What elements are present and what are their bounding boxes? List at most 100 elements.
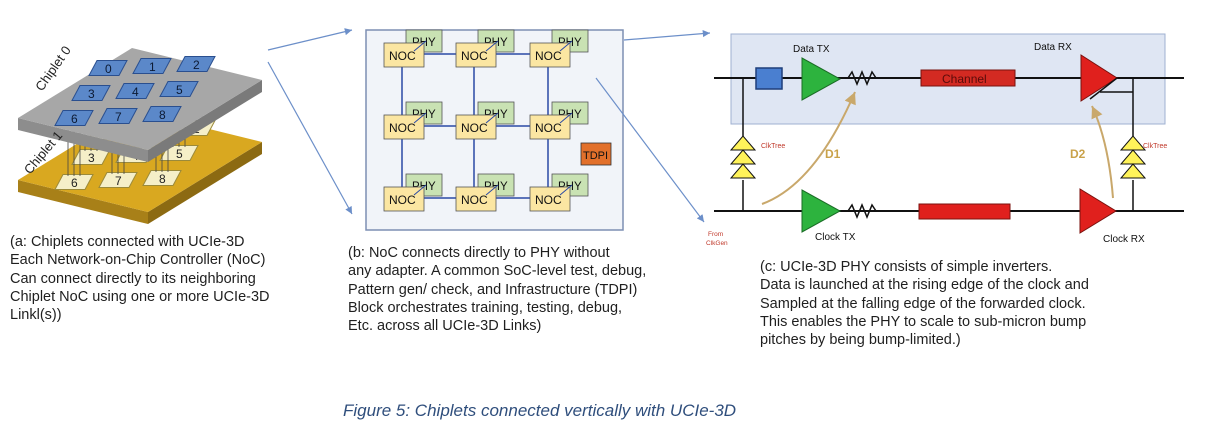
clock-tx-label: Clock TX [815, 232, 856, 243]
noc-block [455, 186, 497, 212]
figure-caption: Figure 5: Chiplets connected vertically … [343, 401, 737, 420]
chiplet0-side [18, 118, 148, 162]
chiplet0-cell [71, 85, 111, 101]
chiplet1-cell [142, 170, 182, 186]
channel-label: Channel [942, 72, 987, 86]
noc-label: NOC [461, 121, 488, 135]
d2-label: D2 [1070, 147, 1086, 161]
noc-phy-link [485, 40, 499, 52]
noc-block [529, 186, 571, 212]
arrow-b-to-c-top [623, 29, 711, 41]
noc-phy-link [485, 112, 499, 124]
noc-label: NOC [461, 49, 488, 63]
data-resistor [847, 70, 877, 86]
chiplet1-side [18, 180, 148, 224]
from-clkgen-label-2: ClkGen [706, 240, 728, 247]
noc-phy-blocks: PHYNOCPHYNOCPHYNOCPHYNOCPHYNOCPHYNOCPHYN… [383, 29, 589, 212]
noc-block [383, 42, 425, 68]
data-tx-buffer [801, 57, 842, 101]
panel-b-noc-mesh: PHYNOCPHYNOCPHYNOCPHYNOCPHYNOCPHYNOCPHYN… [365, 29, 624, 231]
chiplet0-cell [176, 56, 216, 72]
chiplet1-cell [98, 172, 138, 188]
clktree-right-label: ClkTree [1143, 143, 1167, 150]
chiplet0-cell-label: 0 [105, 62, 112, 76]
chiplet0-cell-label: 8 [159, 108, 166, 122]
panel-b-caption: (b: NoC connects directly to PHY without… [348, 245, 647, 335]
noc-phy-link [559, 112, 573, 124]
chiplet0-cell-label: 2 [193, 58, 200, 72]
chiplet0-side-right [148, 80, 262, 162]
chiplet0-cell [142, 106, 182, 122]
noc-block [455, 42, 497, 68]
clktree-right-buffer-1 [1119, 135, 1147, 151]
clktree-right-buffer-3 [1119, 163, 1147, 179]
noc-block [383, 186, 425, 212]
chiplet1-cell [54, 174, 94, 190]
from-clkgen-label-1: From [708, 231, 723, 238]
chiplet1-cell-label: 7 [115, 174, 122, 188]
data-rx-clock-bar [1089, 77, 1118, 100]
chiplet0-cell-label: 6 [71, 112, 78, 126]
d1-label: D1 [825, 147, 841, 161]
noc-phy-link [413, 184, 427, 196]
noc-phy-link [559, 184, 573, 196]
panel-c-phy-circuit: Data TX Channel Data RX Clock TX Clock R… [706, 33, 1184, 247]
noc-block [529, 114, 571, 140]
clock-channel [918, 203, 1011, 220]
clock-rx-label: Clock RX [1103, 234, 1145, 245]
noc-block [383, 114, 425, 140]
chiplet1-cell-label: 5 [176, 147, 183, 161]
noc-block [529, 42, 571, 68]
tdpi-label: TDPI [583, 150, 608, 162]
chiplet1-cell [159, 145, 199, 161]
panel-c-caption: (c: UCIe-3D PHY consists of simple inver… [760, 259, 1089, 349]
clock-resistor [847, 203, 877, 219]
chiplet0-cell-label: 5 [176, 83, 183, 97]
clock-rx-receiver [1079, 188, 1117, 234]
tdpi-block [580, 142, 612, 166]
noc-phy-link [413, 40, 427, 52]
noc-label: NOC [535, 121, 562, 135]
noc-block [455, 114, 497, 140]
clktree-right-buffer-2 [1119, 149, 1147, 165]
chiplet0-cell [132, 58, 172, 74]
chiplet0-cell [115, 83, 155, 99]
clktree-left-buffer-2 [729, 149, 757, 165]
chiplet0-cell [54, 110, 94, 126]
chiplet1-cell-label: 6 [71, 176, 78, 190]
noc-label: NOC [535, 49, 562, 63]
chiplet0-cell-label: 4 [132, 85, 139, 99]
chiplet0-cell [98, 108, 138, 124]
data-flop [755, 67, 783, 90]
channel [920, 69, 1016, 87]
data-tx-label: Data TX [793, 44, 830, 55]
chiplet0-cell [88, 60, 128, 76]
chiplet0-cell-label: 7 [115, 110, 122, 124]
clktree-left-buffer-3 [729, 163, 757, 179]
chiplet1-cell-label: 3 [88, 151, 95, 165]
clock-tx-buffer [801, 189, 842, 233]
noc-label: NOC [461, 193, 488, 207]
noc-label: NOC [535, 193, 562, 207]
noc-label: NOC [389, 193, 416, 207]
data-rx-label: Data RX [1034, 42, 1072, 53]
noc-phy-link [485, 184, 499, 196]
clktree-left-buffer-1 [729, 135, 757, 151]
noc-label: NOC [389, 121, 416, 135]
panel-a-caption: (a: Chiplets connected with UCIe-3D Each… [10, 234, 270, 324]
noc-phy-link [413, 112, 427, 124]
arrow-a-to-b-bottom [267, 61, 353, 215]
data-rx-receiver [1080, 54, 1118, 102]
noc-phy-link [559, 40, 573, 52]
chiplet1-side-right [148, 142, 262, 224]
d1-curve [761, 91, 856, 205]
clktree-left-label: ClkTree [761, 143, 785, 150]
chiplet0-label: Chiplet 0 [32, 43, 74, 94]
arrow-a-to-b-top [267, 28, 353, 51]
chiplet0-cell-label: 1 [149, 60, 156, 74]
chiplet0-cell [159, 81, 199, 97]
noc-label: NOC [389, 49, 416, 63]
